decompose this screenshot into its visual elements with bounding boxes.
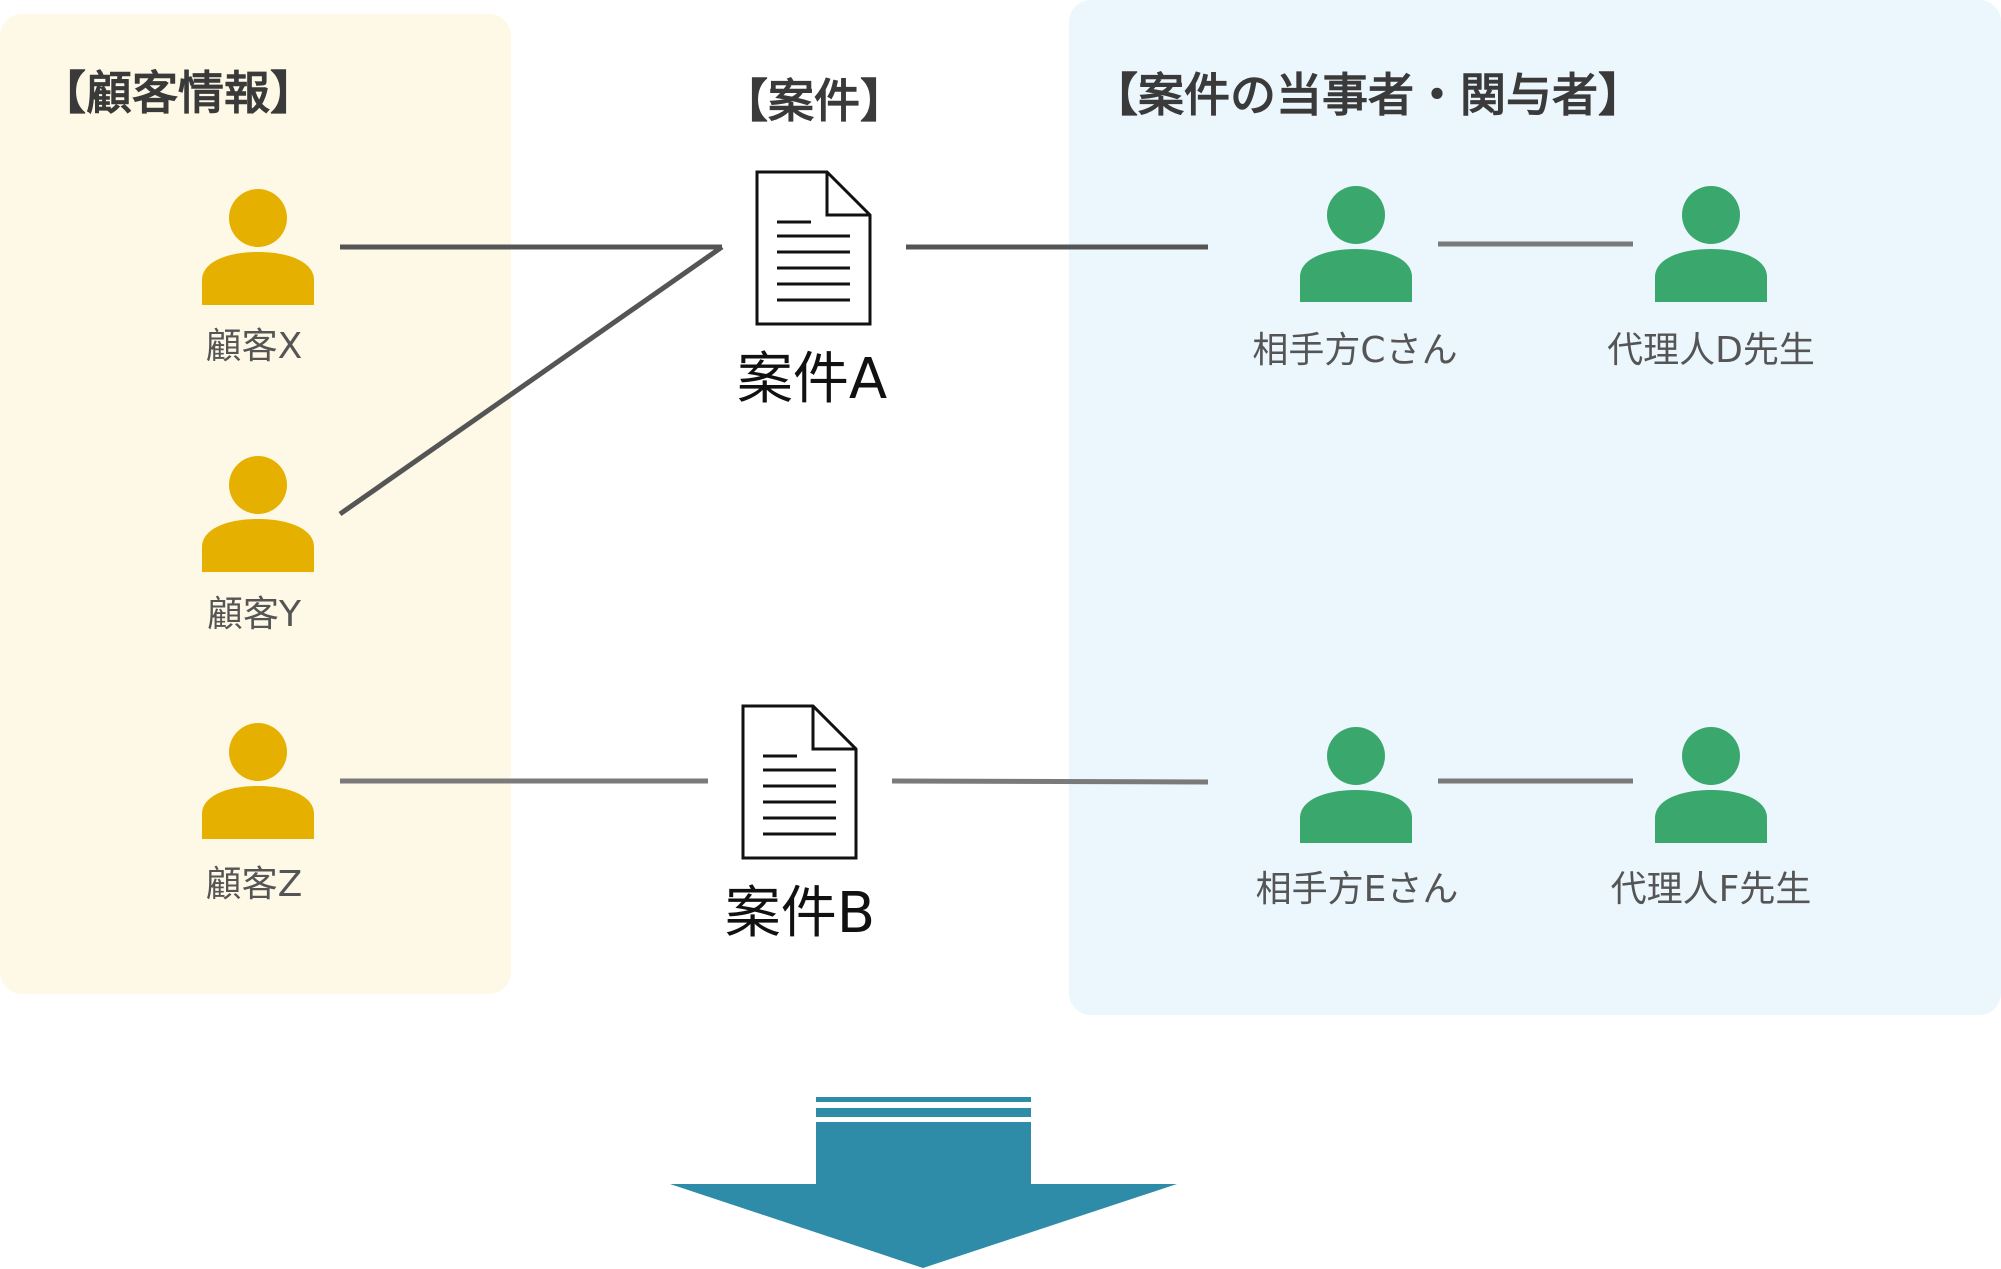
- party-e-person-icon: [1300, 727, 1412, 843]
- connector-case-b-party-e: [891, 778, 1209, 785]
- customer-z-person-icon: [202, 723, 314, 839]
- party-f-label: 代理人F先生: [1610, 869, 1812, 910]
- customer-y-person-icon: [202, 456, 314, 572]
- party-d-person-icon: [1655, 186, 1767, 302]
- party-c-label: 相手方Cさん: [1252, 330, 1458, 371]
- customer-y-label: 顧客Y: [207, 594, 301, 635]
- party-d-label: 代理人D先生: [1607, 330, 1815, 371]
- case-a-document-icon: [755, 170, 872, 326]
- connector-customer-y-case-a: [338, 244, 724, 517]
- down-arrow-icon: [670, 1097, 1177, 1268]
- party-c-person-icon: [1300, 186, 1412, 302]
- customer-x-label: 顧客X: [205, 326, 303, 367]
- party-e-label: 相手方Eさん: [1255, 869, 1459, 910]
- case-b-label: 案件B: [724, 881, 876, 946]
- case-parties-panel: [1069, 0, 2001, 1015]
- customer-x-person-icon: [202, 189, 314, 305]
- case-a-label: 案件A: [736, 347, 888, 412]
- cases-heading: 【案件】: [722, 74, 906, 128]
- customer-info-heading: 【顧客情報】: [40, 66, 316, 120]
- case-parties-heading: 【案件の当事者・関与者】: [1092, 68, 1644, 122]
- case-b-document-icon: [741, 704, 858, 860]
- customer-z-label: 顧客Z: [205, 864, 303, 905]
- party-f-person-icon: [1655, 727, 1767, 843]
